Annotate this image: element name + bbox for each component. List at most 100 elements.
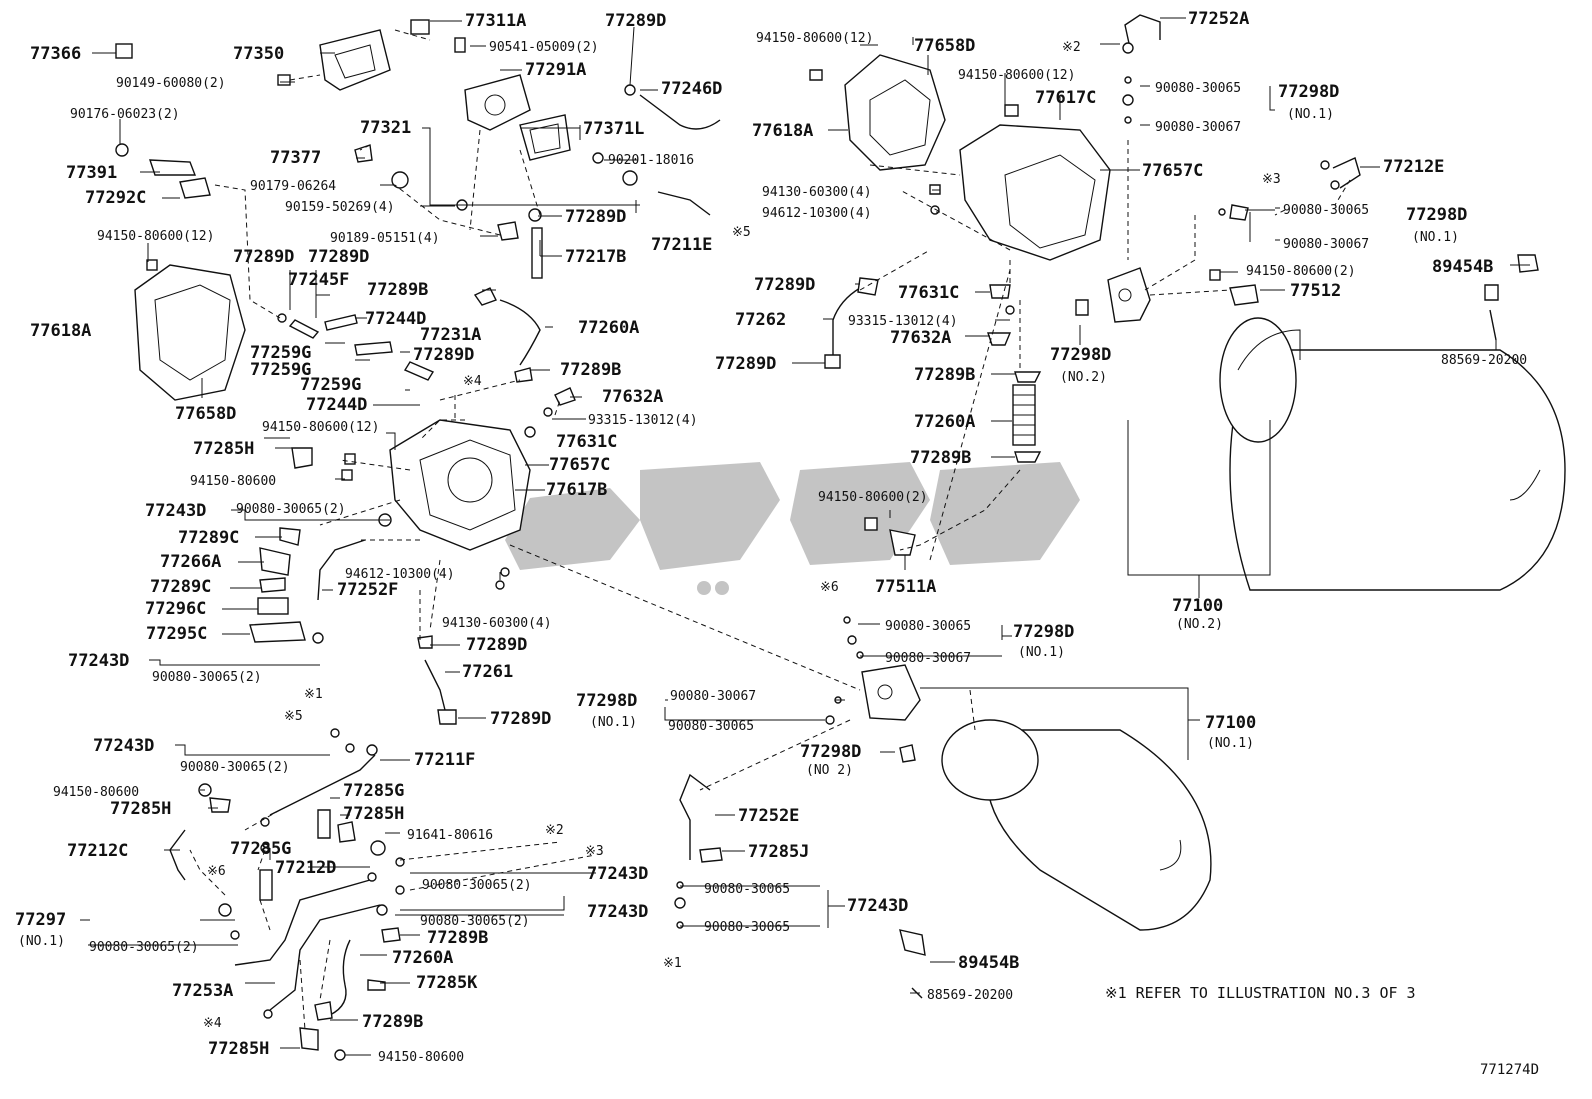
bellows-77260A-right — [1012, 384, 1036, 446]
diaphragm-housing-right — [959, 124, 1111, 261]
label-77289D-i: 77289D — [715, 354, 776, 374]
label-90159-50269: 90159-50269(4) — [285, 200, 395, 215]
label-88569-20200-b: 88569-20200 — [927, 988, 1013, 1003]
label-77512: 77512 — [1290, 281, 1341, 301]
label-ref-2: ※2 — [545, 823, 564, 838]
label-77217B: 77217B — [565, 247, 626, 267]
label-ref-1: ※1 — [304, 687, 323, 702]
label-77244D: 77244D — [365, 309, 426, 329]
dashed-guide-lines — [189, 29, 1351, 1031]
leader-lines — [80, 17, 1530, 1056]
label-77298D-a: 77298D — [1278, 82, 1339, 102]
label-ref-5-b: ※5 — [284, 709, 303, 724]
label-77245F: 77245F — [288, 270, 349, 290]
label-94150-80600-12: 94150-80600(12) — [97, 229, 214, 244]
label-77298D-d: 77298D — [1013, 622, 1074, 642]
label-90080-30065-f: 90080-30065 — [704, 882, 790, 897]
label-91641-80616: 91641-80616 — [407, 828, 493, 843]
pipe-77253A — [269, 904, 381, 1011]
label-77262: 77262 — [735, 310, 786, 330]
pipe-77252E — [679, 773, 711, 860]
label-77298D-e-no1: (NO.1) — [590, 715, 637, 730]
label-77391: 77391 — [66, 163, 117, 183]
label-77298D-e: 77298D — [576, 691, 637, 711]
label-77260A-b: 77260A — [392, 948, 453, 968]
label-77243D-f: 77243D — [847, 896, 908, 916]
label-94612-10300-b: 94612-10300(4) — [762, 206, 872, 221]
label-77289D-g: 77289D — [490, 709, 551, 729]
label-94150-80600-2: 94150-80600(2) — [818, 490, 928, 505]
label-77285H-d: 77285H — [208, 1039, 269, 1059]
label-77244D-b: 77244D — [306, 395, 367, 415]
label-77285J: 77285J — [748, 842, 809, 862]
label-94150-80600-12-b: 94150-80600(12) — [262, 420, 379, 435]
label-90541-05009: 90541-05009(2) — [489, 40, 599, 55]
label-77631C-b: 77631C — [898, 283, 959, 303]
watermark-logo — [505, 462, 1080, 595]
label-90201-18016: 90201-18016 — [608, 153, 694, 168]
diaphragm-housing-left — [389, 419, 531, 551]
label-90080-30067-c: 90080-30067 — [885, 651, 971, 666]
label-77298D-a-no1: (NO.1) — [1287, 107, 1334, 122]
label-90176-06023: 90176-06023(2) — [70, 107, 180, 122]
label-90189-05151: 90189-05151(4) — [330, 231, 440, 246]
label-77289C-b: 77289C — [150, 577, 211, 597]
label-77289B: 77289B — [367, 280, 428, 300]
label-77259G-b: 77259G — [250, 360, 311, 380]
bracket-77350 — [319, 29, 391, 91]
label-ref-3: ※3 — [585, 844, 604, 859]
label-77100-no2: 77100 — [1172, 596, 1223, 616]
label-ref-4-b: ※4 — [203, 1016, 222, 1031]
label-77252F: 77252F — [337, 580, 398, 600]
hose-77260A-left — [499, 299, 541, 366]
label-93315-13012: 93315-13012(4) — [588, 413, 698, 428]
label-77252A: 77252A — [1188, 9, 1249, 29]
label-77618A-left: 77618A — [30, 321, 91, 341]
label-77285K: 77285K — [416, 973, 478, 993]
label-ref-3-b: ※3 — [1262, 172, 1281, 187]
label-90080-30065-2: 90080-30065(2) — [236, 502, 346, 517]
label-90080-30067-d: 90080-30067 — [670, 689, 756, 704]
label-ref-5: ※5 — [732, 225, 751, 240]
label-77285H: 77285H — [193, 439, 254, 459]
label-77617B: 77617B — [546, 480, 607, 500]
label-77298D-c: 77298D — [1050, 345, 1111, 365]
pipe-77217B — [531, 227, 543, 279]
relay-valve-upper — [1107, 267, 1151, 323]
label-77259G-a: 77259G — [250, 343, 311, 363]
label-ref-6-b: ※6 — [820, 580, 839, 595]
label-77377: 77377 — [270, 148, 321, 168]
label-77259G-c: 77259G — [300, 375, 361, 395]
label-ref-6: ※6 — [207, 864, 226, 879]
relay-valve-lower — [861, 664, 921, 721]
label-94150-80600-12-d: 94150-80600(12) — [958, 68, 1075, 83]
label-77311A: 77311A — [465, 11, 526, 31]
label-77289C: 77289C — [178, 528, 239, 548]
hose-77260A-bottom — [329, 939, 351, 1016]
label-94150-80600-b: 94150-80600 — [53, 785, 139, 800]
pipe-77212D — [234, 879, 371, 966]
pipe-77212E — [1332, 157, 1361, 189]
label-77289D-b: 77289D — [565, 207, 626, 227]
pipe-77252F — [317, 539, 366, 601]
label-77298D-f: 77298D — [800, 742, 861, 762]
label-94150-80600-12-c: 94150-80600(12) — [756, 31, 873, 46]
label-77243D: 77243D — [145, 501, 206, 521]
label-77246D: 77246D — [661, 79, 722, 99]
footnote-text: ※1 REFER TO ILLUSTRATION NO.3 OF 3 — [1105, 984, 1416, 1002]
label-77298D-c-no2: (NO.2) — [1060, 370, 1107, 385]
label-77260A-c: 77260A — [914, 412, 975, 432]
label-77297-no1: (NO.1) — [18, 934, 65, 949]
label-89454B: 89454B — [1432, 257, 1493, 277]
valve-77291A — [464, 74, 531, 131]
label-77211F: 77211F — [414, 750, 475, 770]
label-77231A: 77231A — [420, 325, 481, 345]
label-77289B-b: 77289B — [560, 360, 621, 380]
label-93315-13012-b: 93315-13012(4) — [848, 314, 958, 329]
label-ref-1-b: ※1 — [663, 956, 682, 971]
label-77285G-b: 77285G — [230, 839, 291, 859]
label-77366: 77366 — [30, 44, 81, 64]
label-77253A: 77253A — [172, 981, 233, 1001]
part-labels: 77366 77350 90149-60080(2) 77311A 90541-… — [15, 9, 1539, 1078]
label-94612-10300: 94612-10300(4) — [345, 567, 455, 582]
